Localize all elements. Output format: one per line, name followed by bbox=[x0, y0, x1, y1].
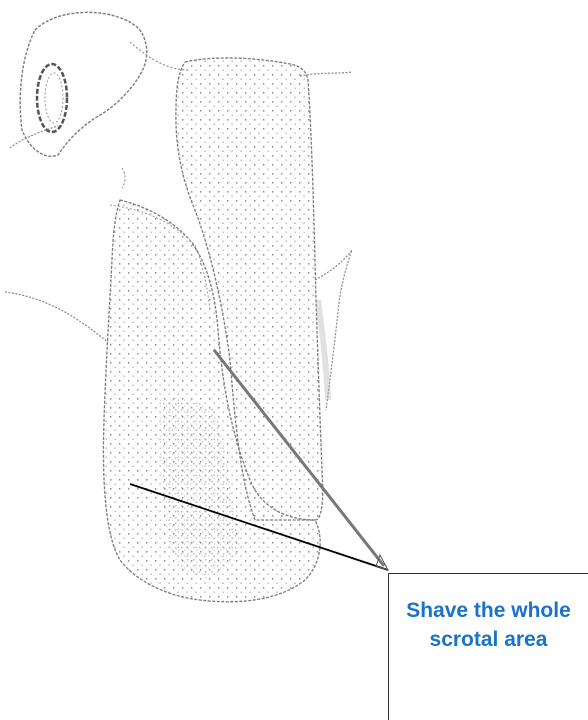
callout-label: Shave the whole scrotal area bbox=[404, 596, 574, 654]
callout-box: Shave the whole scrotal area bbox=[388, 573, 588, 720]
